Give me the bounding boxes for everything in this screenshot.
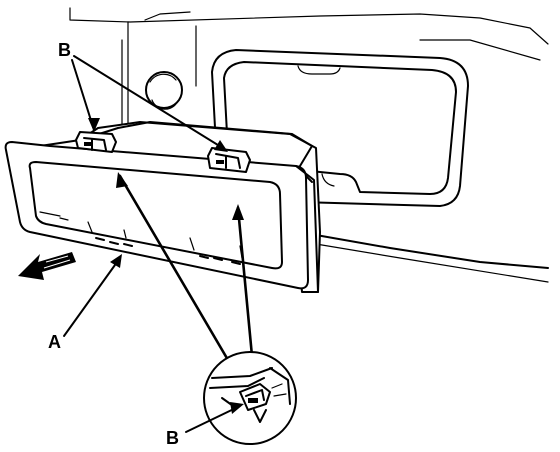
clip-left xyxy=(75,131,117,153)
callout-b-detail: B xyxy=(166,428,179,448)
clip-right xyxy=(207,147,251,173)
vehicle-body-panel xyxy=(69,7,549,283)
callout-b-top: B xyxy=(58,40,71,60)
callout-a: A xyxy=(48,332,61,352)
clip-b-detail-leader xyxy=(185,402,244,433)
removal-direction-arrow-icon xyxy=(18,252,76,280)
detail-leaders xyxy=(116,172,254,362)
panel-a-leader xyxy=(63,254,122,337)
magnifier-circle-icon xyxy=(203,351,297,445)
body-opening xyxy=(211,49,469,207)
clip-b-leaders xyxy=(71,55,228,152)
